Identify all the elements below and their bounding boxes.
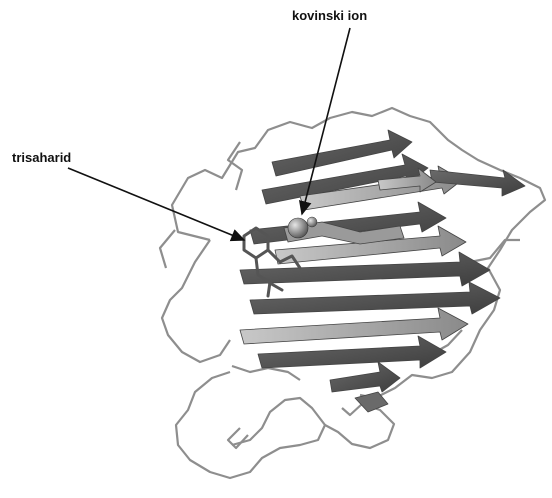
metal-ion-sphere [287,217,309,239]
trisaccharide-label: trisaharid [12,150,72,165]
metal-ion-label: kovinski ion [292,8,368,23]
coil-loops [158,106,547,480]
trisaccharide-pointer-arrow [67,167,246,242]
beta-strands [239,129,526,413]
metal-ion-pointer-arrow [299,27,351,216]
metal-ion-sphere-secondary [306,216,318,228]
trisaccharide-ligand [242,226,302,298]
